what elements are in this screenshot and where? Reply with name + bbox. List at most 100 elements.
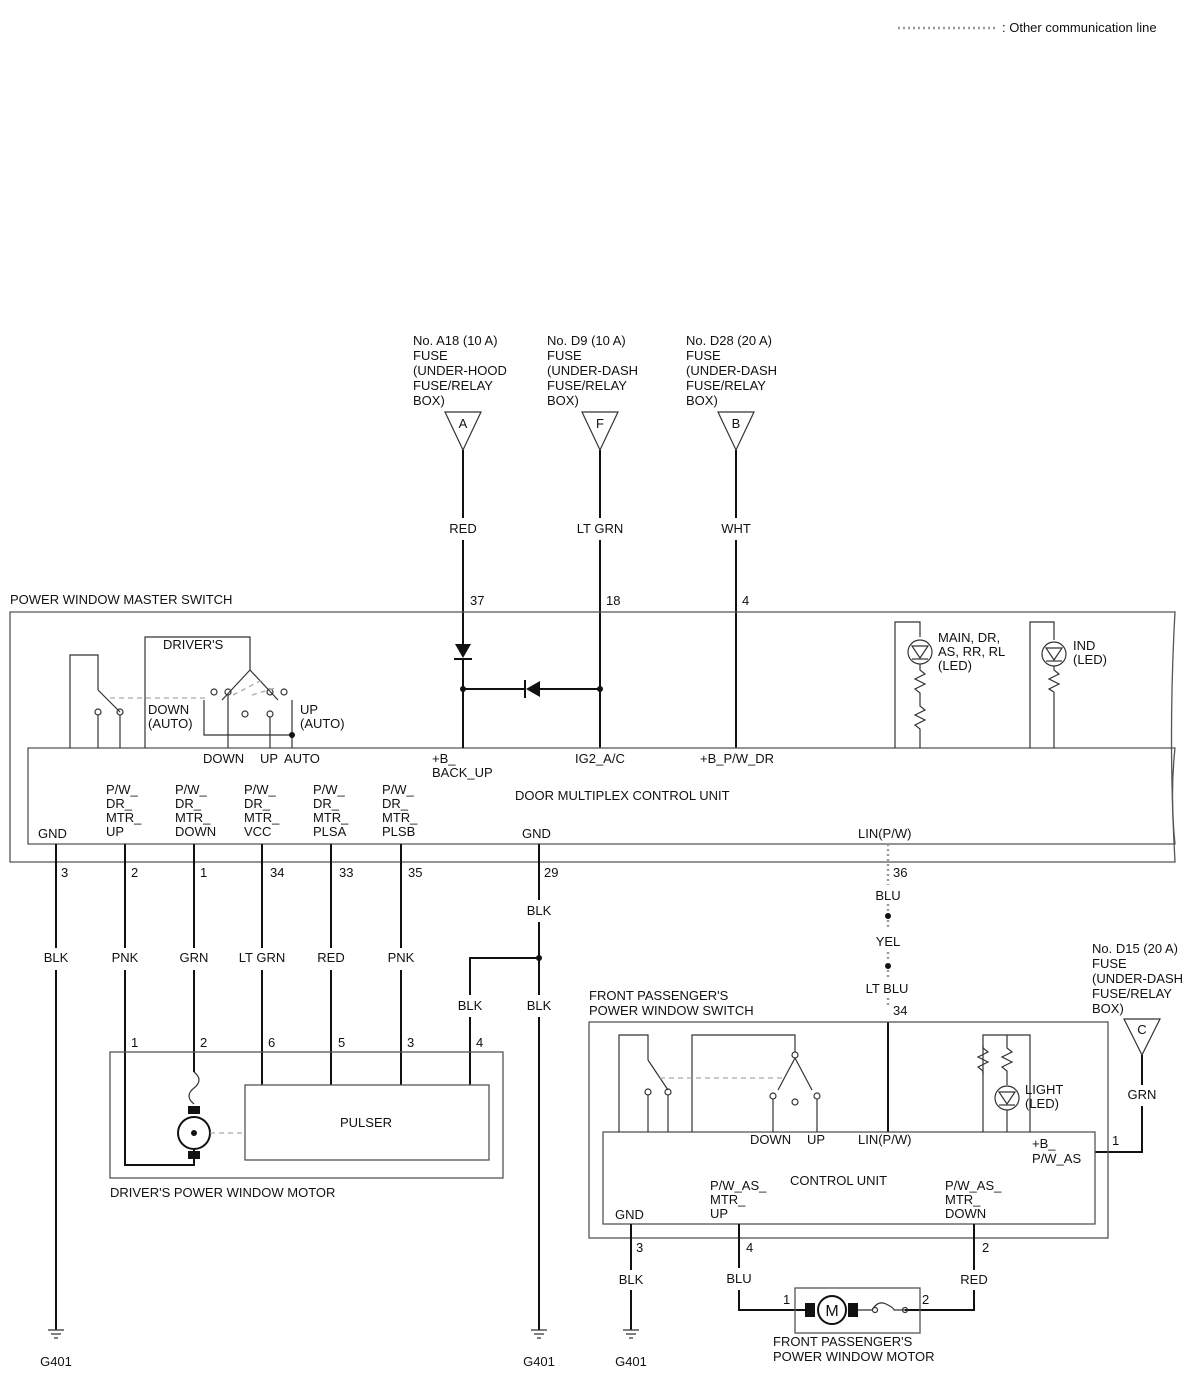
switch-blade	[647, 1059, 669, 1091]
fuse-c-line: (UNDER-DASH	[1092, 971, 1183, 986]
fuse-f-line: BOX)	[547, 393, 579, 408]
pin-number: 1	[783, 1292, 790, 1307]
ind-led: IND (LED)	[1029, 621, 1107, 748]
terminal-label: DR_	[382, 796, 409, 811]
wire-color: BLU	[726, 1271, 751, 1286]
fuse-a: No. A18 (10 A) FUSE (UNDER-HOOD FUSE/REL…	[413, 333, 507, 608]
terminal-label: P/W_	[244, 782, 277, 797]
passenger-motor-box	[794, 1287, 921, 1334]
up-auto-label: (AUTO)	[300, 716, 345, 731]
gnd-label: GND	[38, 826, 67, 841]
motor-brush	[805, 1303, 815, 1317]
drivers-label: DRIVER'S	[163, 637, 224, 652]
terminal-up: P/W_ DR_ MTR_ UP	[106, 782, 142, 839]
pin-number: 1	[131, 1035, 138, 1050]
pin-number: 2	[200, 1035, 207, 1050]
door-multiplex-label: DOOR MULTIPLEX CONTROL UNIT	[515, 788, 730, 803]
terminal-label: DR_	[175, 796, 202, 811]
pin-number: 18	[606, 593, 620, 608]
light-led: LIGHT (LED)	[976, 1034, 1063, 1132]
connector-letter: C	[1137, 1022, 1146, 1037]
terminal-label: DR_	[106, 796, 133, 811]
switch-contact	[813, 1092, 821, 1100]
connector-triangle	[444, 411, 482, 452]
wire-color: RED	[449, 521, 476, 536]
pin-number: 2	[982, 1240, 989, 1255]
wire-color: BLK	[619, 1272, 644, 1287]
main-led-label: MAIN, DR,	[938, 630, 1000, 645]
wire-blu-up	[738, 1224, 805, 1311]
down-label: DOWN	[750, 1132, 791, 1147]
wire-blk-branch	[469, 957, 539, 1085]
fuse-a-line: FUSE	[413, 348, 448, 363]
pin-number: 34	[270, 865, 284, 880]
switch-contact	[769, 1092, 777, 1100]
switch-contact	[280, 688, 288, 696]
passenger-down-label: MTR_	[945, 1192, 981, 1207]
light-led-label: (LED)	[1025, 1096, 1059, 1111]
motor-shaft	[191, 1130, 197, 1136]
bpwdr-label: +B_P/W_DR	[700, 751, 774, 766]
passenger-switch-box	[588, 1021, 1109, 1239]
down-auto-label: DOWN	[148, 702, 189, 717]
fuse-b: No. D28 (20 A) FUSE (UNDER-DASH FUSE/REL…	[686, 333, 777, 608]
passenger-up-label: MTR_	[710, 1192, 746, 1207]
down-label: DOWN	[203, 751, 244, 766]
wire-color: YEL	[876, 934, 901, 949]
diode-icon	[526, 681, 540, 697]
junction-dot	[289, 732, 295, 738]
switch-blade	[777, 1057, 813, 1091]
pin-number: 1	[200, 865, 207, 880]
main-led-label: (LED)	[938, 658, 972, 673]
junction-dot	[597, 686, 603, 692]
pin-number: 6	[268, 1035, 275, 1050]
main-led-label: AS, RR, RL	[938, 644, 1005, 659]
legend-label: : Other communication line	[1002, 20, 1157, 35]
junction-dot	[460, 686, 466, 692]
switch-contact	[241, 710, 249, 718]
fuse-f-line: (UNDER-DASH	[547, 363, 638, 378]
switch-wire	[618, 1034, 649, 1132]
fuse-a-line: FUSE/RELAY	[413, 378, 493, 393]
terminal-vcc: P/W_ DR_ MTR_ VCC	[244, 782, 280, 839]
wire-color: BLK	[527, 903, 552, 918]
terminal-label: VCC	[244, 824, 271, 839]
switch-contact	[871, 1306, 879, 1314]
fuse-a-line: No. A18 (10 A)	[413, 333, 498, 348]
terminal-label: MTR_	[313, 810, 349, 825]
fuse-c-line: No. D15 (20 A)	[1092, 941, 1178, 956]
connector-letter: F	[596, 416, 604, 431]
ig2-label: IG2_A/C	[575, 751, 625, 766]
wire-color: BLK	[527, 998, 552, 1013]
passenger-up-label: UP	[710, 1206, 728, 1221]
pin-number: 37	[470, 593, 484, 608]
wire-pnk-up	[124, 844, 195, 1166]
fuse-c-line: FUSE	[1092, 956, 1127, 971]
pulser-label: PULSER	[340, 1115, 392, 1130]
switch-wire	[691, 1034, 796, 1132]
pin-number: 2	[131, 865, 138, 880]
master-switch-box	[9, 611, 1176, 863]
control-unit-label: CONTROL UNIT	[790, 1173, 887, 1188]
wire-color: BLK	[44, 950, 69, 965]
switch-contact	[644, 1088, 652, 1096]
fuse-f-line: No. D9 (10 A)	[547, 333, 626, 348]
ground-label: G401	[40, 1354, 72, 1369]
motor-icon	[817, 1295, 847, 1325]
passenger-switch-title: POWER WINDOW SWITCH	[589, 1003, 754, 1018]
terminal-label: P/W_	[313, 782, 346, 797]
pin-number: 2	[922, 1292, 929, 1307]
lin-label: LIN(P/W)	[858, 826, 911, 841]
passenger-motor-title: POWER WINDOW MOTOR	[773, 1349, 935, 1364]
wire-color: PNK	[388, 950, 415, 965]
fuse-b-line: No. D28 (20 A)	[686, 333, 772, 348]
switch-contact	[901, 1306, 909, 1314]
pin-number: 35	[408, 865, 422, 880]
master-switch-title: POWER WINDOW MASTER SWITCH	[10, 592, 232, 607]
ground-g401: G401	[615, 1329, 647, 1369]
switch-wire	[144, 636, 251, 748]
ground-label: G401	[523, 1354, 555, 1369]
auto-label: AUTO	[284, 751, 320, 766]
pin-number: 4	[742, 593, 749, 608]
diode-icon	[455, 644, 471, 658]
